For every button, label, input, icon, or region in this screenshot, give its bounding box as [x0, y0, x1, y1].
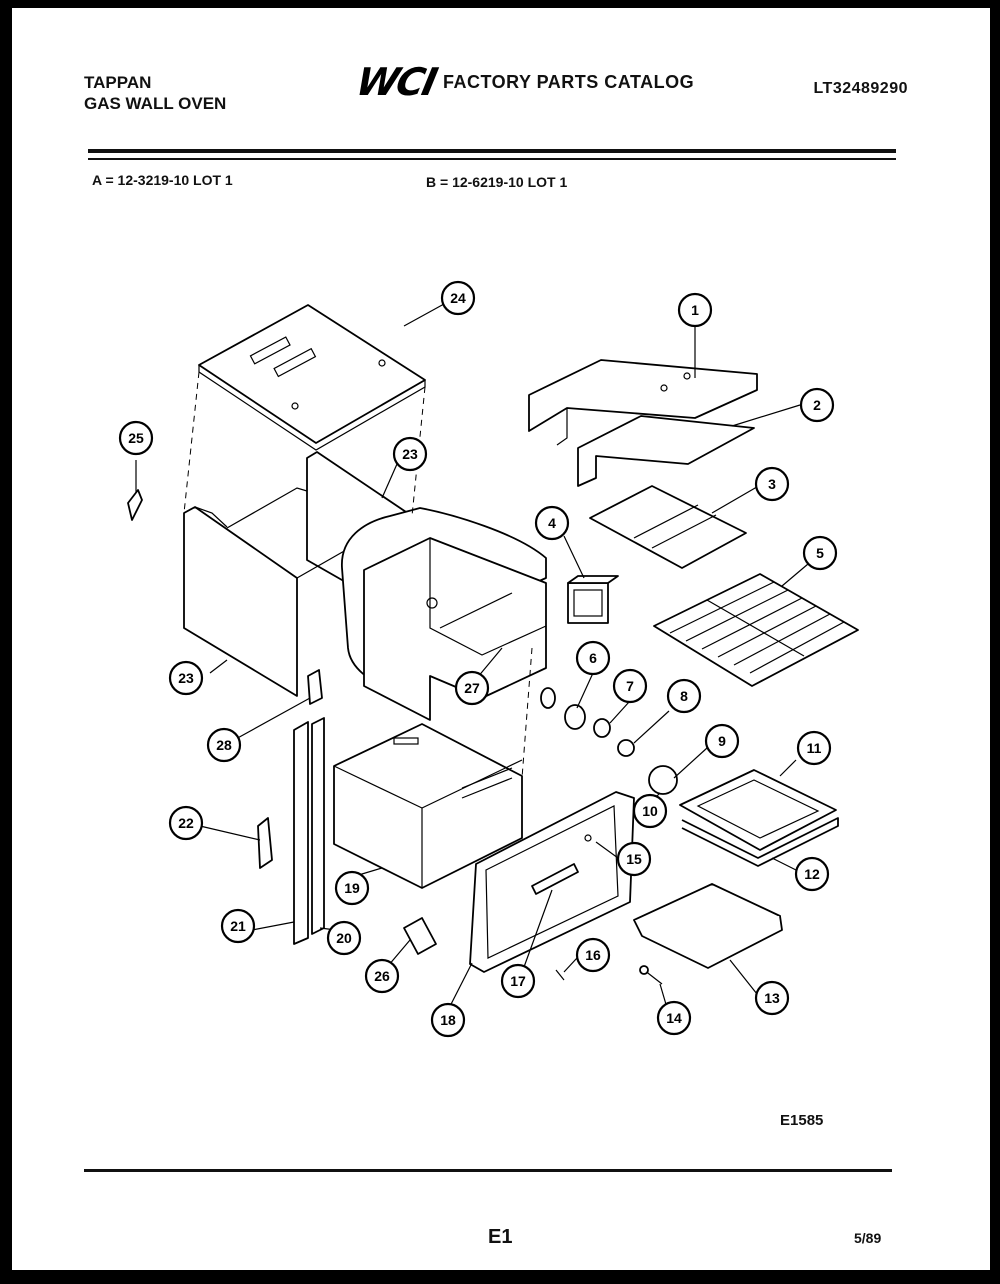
callout-27: 27: [454, 670, 490, 706]
part-clip: [127, 489, 143, 521]
callout-12: 12: [794, 856, 830, 892]
callout-9: 9: [704, 723, 740, 759]
callout-8: 8: [666, 678, 702, 714]
svg-text:9: 9: [718, 733, 726, 749]
svg-text:1: 1: [691, 302, 699, 318]
part-broiler-compartment: [333, 723, 523, 889]
svg-text:14: 14: [666, 1010, 682, 1026]
catalog-title: FACTORY PARTS CATALOG: [442, 71, 695, 92]
callout-22: 22: [168, 805, 204, 841]
callout-25: 25: [118, 420, 154, 456]
callout-18: 18: [430, 1002, 466, 1038]
part-trim-strips: [293, 717, 325, 945]
exploded-parts-diagram: 1 2 3 4 5 6 7 8 9 10 11 12 13 14 15 16 1…: [118, 280, 859, 1038]
part-broiler-pan: [679, 769, 839, 867]
callout-4: 4: [534, 505, 570, 541]
svg-text:16: 16: [585, 947, 601, 963]
brand-block: TAPPAN GAS WALL OVEN: [84, 72, 226, 114]
svg-text:24: 24: [450, 290, 466, 306]
svg-text:19: 19: [344, 880, 360, 896]
callout-5: 5: [802, 535, 838, 571]
callout-3: 3: [754, 466, 790, 502]
callout-26: 26: [364, 958, 400, 994]
part-hinge: [257, 817, 273, 869]
svg-text:25: 25: [128, 430, 144, 446]
part-plate: [403, 917, 437, 955]
brand-name: TAPPAN: [84, 73, 152, 92]
svg-text:22: 22: [178, 815, 194, 831]
callout-23-back: 23: [392, 436, 428, 472]
header-rule: [88, 149, 896, 153]
svg-text:11: 11: [807, 740, 822, 756]
svg-text:5: 5: [816, 545, 824, 561]
svg-text:12: 12: [804, 866, 820, 882]
callout-11: 11: [796, 730, 832, 766]
page-date: 5/89: [854, 1230, 882, 1246]
model-b-label: B = 12-6219-10 LOT 1: [426, 174, 568, 190]
svg-text:21: 21: [230, 918, 246, 934]
part-vent-bracket: [577, 415, 755, 487]
svg-text:23: 23: [178, 670, 194, 686]
callout-15: 15: [616, 841, 652, 877]
product-type: GAS WALL OVEN: [84, 94, 227, 113]
part-vent-hood: [528, 359, 758, 446]
callout-23-left: 23: [168, 660, 204, 696]
svg-text:26: 26: [374, 968, 390, 984]
callout-14: 14: [656, 1000, 692, 1036]
part-oven-door: [469, 791, 635, 973]
svg-text:2: 2: [813, 397, 821, 413]
svg-text:4: 4: [548, 515, 556, 531]
callout-20: 20: [326, 920, 362, 956]
svg-text:3: 3: [768, 476, 776, 492]
svg-text:7: 7: [626, 678, 634, 694]
footer-rule: [84, 1169, 892, 1172]
figure-code: E1585: [780, 1112, 824, 1129]
callout-17: 17: [500, 963, 536, 999]
model-a-label: A = 12-3219-10 LOT 1: [92, 172, 233, 188]
svg-text:8: 8: [680, 688, 688, 704]
catalog-heading: WCI FACTORY PARTS CATALOG: [352, 60, 695, 104]
svg-text:17: 17: [510, 973, 526, 989]
svg-text:13: 13: [764, 990, 780, 1006]
catalog-number: LT32489290: [813, 80, 908, 97]
callout-10: 10: [632, 793, 668, 829]
svg-text:23: 23: [402, 446, 418, 462]
callout-16: 16: [575, 937, 611, 973]
svg-text:18: 18: [440, 1012, 456, 1028]
part-top-panel: [198, 304, 426, 451]
page-number: E1: [488, 1226, 513, 1248]
callout-2: 2: [799, 387, 835, 423]
part-small-bracket: [307, 669, 323, 705]
catalog-page: TAPPAN GAS WALL OVEN WCI FACTORY PARTS C…: [12, 8, 990, 1270]
part-door-pin: [555, 969, 565, 981]
part-side-panel-left: [183, 506, 298, 697]
alignment-line: [183, 371, 200, 514]
svg-text:28: 28: [216, 737, 232, 753]
callout-28: 28: [206, 727, 242, 763]
part-baffle: [589, 485, 747, 569]
svg-text:20: 20: [336, 930, 352, 946]
header-rule-thin: [88, 158, 896, 160]
callout-24: 24: [440, 280, 476, 316]
svg-text:6: 6: [589, 650, 597, 666]
part-vent-box: [567, 575, 619, 624]
callout-21: 21: [220, 908, 256, 944]
callout-19: 19: [334, 870, 370, 906]
part-oven-rack: [653, 573, 859, 687]
callout-6: 6: [575, 640, 611, 676]
part-light-assembly: [540, 687, 678, 795]
part-drip-tray: [633, 883, 783, 969]
svg-text:27: 27: [464, 680, 480, 696]
callout-13: 13: [754, 980, 790, 1016]
svg-text:10: 10: [642, 803, 658, 819]
part-screw: [639, 965, 663, 985]
svg-text:15: 15: [626, 851, 642, 867]
part-oven-liner: [341, 507, 547, 721]
callout-7: 7: [612, 668, 648, 704]
callout-1: 1: [677, 292, 713, 328]
